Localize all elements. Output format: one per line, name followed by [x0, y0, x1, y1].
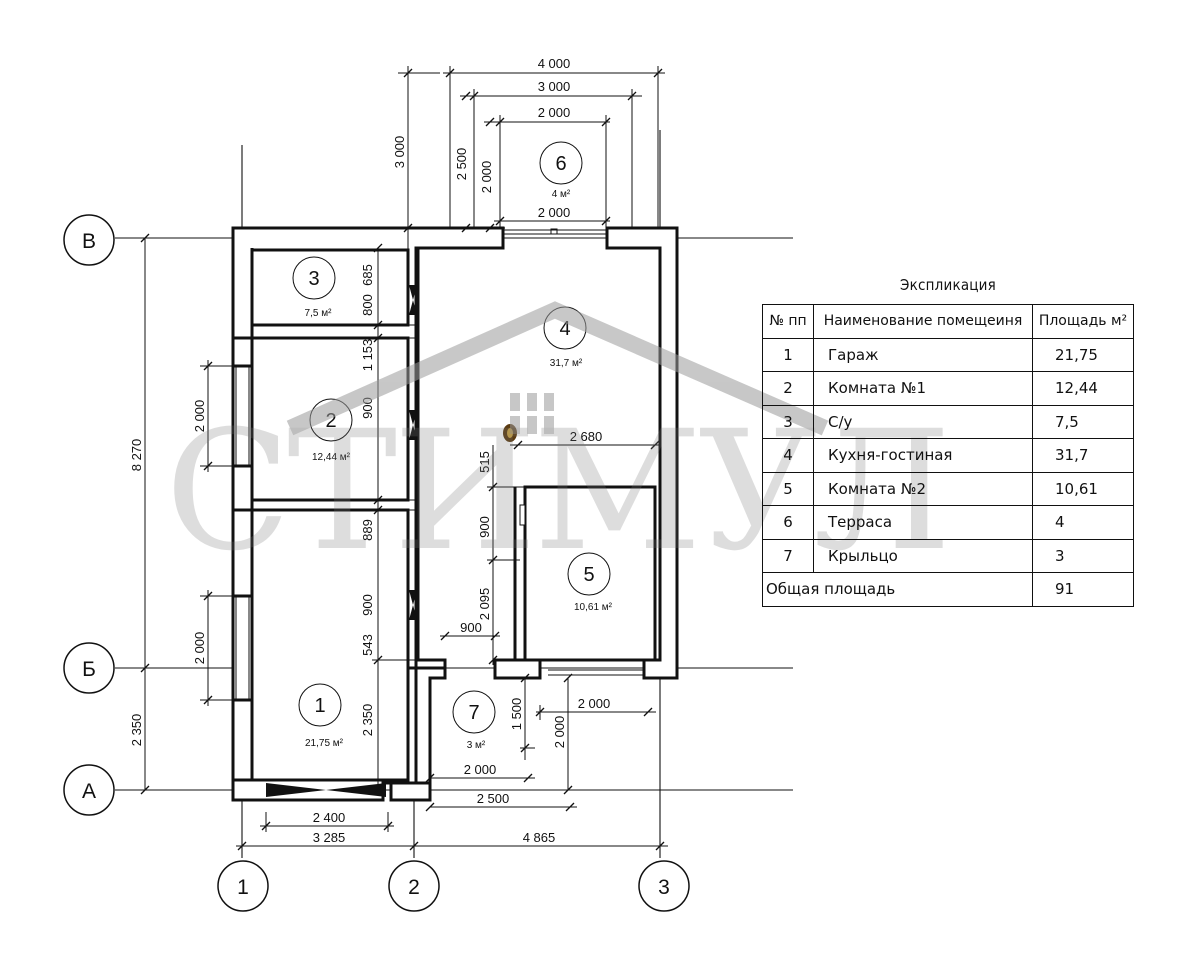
room-2-number: 2 [325, 410, 336, 432]
dim-685: 685 [360, 264, 375, 286]
walls [231, 226, 679, 802]
dim-terrace-mid: 3 000 [538, 79, 571, 94]
row-area: 10,61 [1032, 471, 1134, 506]
axis-label-v: В [82, 230, 96, 253]
table-row: 5 Комната №2 10,61 [762, 471, 1134, 506]
table-total-row: Общая площадь 91 [762, 572, 1134, 607]
dimension-lines [140, 66, 668, 847]
table-row: 6 Терраса 4 [762, 505, 1134, 540]
row-area: 3 [1032, 538, 1134, 573]
row-num: 5 [762, 471, 814, 506]
row-area: 4 [1032, 505, 1134, 540]
dim-terrace-bottom: 2 000 [538, 205, 571, 220]
row-name: Гараж [813, 337, 1033, 372]
dim-bottom-2400: 2 400 [313, 810, 346, 825]
dim-porch-1500: 1 500 [509, 698, 524, 731]
header-area: Площадь м² [1032, 304, 1134, 339]
dim-2350-int: 2 350 [360, 704, 375, 737]
dim-bottom-3285: 3 285 [313, 830, 346, 845]
row-name: Терраса [813, 505, 1033, 540]
dim-1153: 1 153 [360, 339, 375, 372]
dimension-texts: 4 000 3 000 2 000 2 000 3 000 2 500 2 00… [129, 56, 610, 845]
terrace-opening [503, 228, 644, 676]
room-1-number: 1 [314, 695, 325, 717]
total-label: Общая площадь [762, 572, 1033, 607]
table-row: 4 Кухня-гостиная 31,7 [762, 438, 1134, 473]
dim-left-window-top: 2 000 [192, 400, 207, 433]
dim-2095: 2 095 [477, 588, 492, 621]
garage-door [266, 783, 386, 797]
dim-543: 543 [360, 634, 375, 656]
axis-label-2: 2 [408, 876, 420, 899]
row-num: 2 [762, 371, 814, 406]
explication-table: № пп Наименование помещеиня Площадь м² 1… [762, 304, 1134, 607]
room-4-number: 4 [559, 318, 570, 340]
axis-bubbles [63, 214, 690, 912]
room-7-area: 3 м² [467, 740, 486, 751]
row-name: Кухня-гостиная [813, 438, 1033, 473]
dim-terrace-v-inner: 2 000 [479, 161, 494, 194]
row-area: 21,75 [1032, 337, 1134, 372]
room-2-area: 12,44 м² [312, 452, 351, 463]
room-6-number: 6 [555, 153, 566, 175]
dim-porch-2000h-right: 2 000 [578, 696, 611, 711]
row-area: 31,7 [1032, 438, 1134, 473]
dim-terrace-inner: 2 000 [538, 105, 571, 120]
axis-label-3: 3 [658, 876, 670, 899]
dim-2680: 2 680 [570, 429, 603, 444]
row-area: 12,44 [1032, 371, 1134, 406]
row-num: 1 [762, 337, 814, 372]
room-6-area: 4 м² [552, 189, 571, 200]
dim-800: 800 [360, 294, 375, 316]
dim-left-bottom: 2 350 [129, 714, 144, 747]
dim-porch-2000v: 2 000 [552, 716, 567, 749]
table-header-row: № пп Наименование помещеиня Площадь м² [762, 304, 1134, 339]
row-num: 6 [762, 505, 814, 540]
room-3-area: 7,5 м² [305, 308, 333, 319]
dim-porch-2500: 2 500 [477, 791, 510, 806]
table-row: 2 Комната №1 12,44 [762, 371, 1134, 406]
room-3-number: 3 [308, 268, 319, 290]
row-name: С/у [813, 404, 1033, 439]
dim-left-total: 8 270 [129, 439, 144, 472]
dim-900c: 900 [477, 516, 492, 538]
door-marks [409, 285, 526, 620]
dim-terrace-v-mid: 2 500 [454, 148, 469, 181]
dim-515: 515 [477, 451, 492, 473]
room-5-area: 10,61 м² [574, 602, 613, 613]
dim-terrace-v-total: 3 000 [392, 136, 407, 169]
dim-terrace-outer: 4 000 [538, 56, 571, 71]
explication: Экспликация № пп Наименование помещеиня … [762, 276, 1134, 607]
dim-889: 889 [360, 519, 375, 541]
row-num: 7 [762, 538, 814, 573]
dim-900b: 900 [360, 594, 375, 616]
explication-title: Экспликация [900, 276, 996, 294]
room-5-number: 5 [583, 564, 594, 586]
table-row: 7 Крыльцо 3 [762, 538, 1134, 573]
table-row: 3 С/у 7,5 [762, 404, 1134, 439]
dim-900h: 900 [460, 620, 482, 635]
table-row: 1 Гараж 21,75 [762, 337, 1134, 372]
row-area: 7,5 [1032, 404, 1134, 439]
total-value: 91 [1032, 572, 1134, 607]
room-1-area: 21,75 м² [305, 738, 344, 749]
row-num: 4 [762, 438, 814, 473]
room-7-number: 7 [468, 702, 479, 724]
row-name: Крыльцо [813, 538, 1033, 573]
row-num: 3 [762, 404, 814, 439]
dim-porch-2000h: 2 000 [464, 762, 497, 777]
axis-label-b: Б [82, 658, 96, 681]
dim-left-window-bottom: 2 000 [192, 632, 207, 665]
axis-label-a: А [82, 780, 96, 803]
row-name: Комната №1 [813, 371, 1033, 406]
dim-bottom-4865: 4 865 [523, 830, 556, 845]
row-name: Комната №2 [813, 471, 1033, 506]
windows [235, 366, 250, 700]
header-num: № пп [762, 304, 814, 339]
room-4-area: 31,7 м² [550, 358, 583, 369]
header-name: Наименование помещеиня [813, 304, 1033, 339]
axis-label-1: 1 [237, 876, 249, 899]
